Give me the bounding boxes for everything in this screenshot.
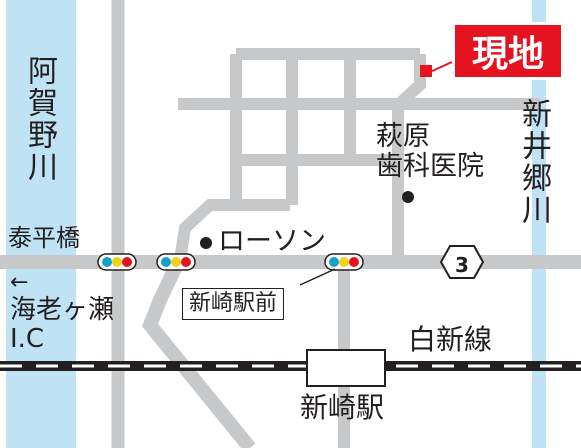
traffic-light-icon bbox=[156, 253, 196, 271]
dot-icon bbox=[200, 237, 212, 249]
signal-blue bbox=[102, 257, 112, 267]
route-3-shield: 3 bbox=[439, 245, 485, 279]
traffic-light-icon bbox=[97, 253, 137, 271]
bridge-label: 泰平橋 bbox=[8, 224, 80, 252]
signal-blue bbox=[161, 257, 171, 267]
signal-blue bbox=[329, 257, 339, 267]
signal-red bbox=[349, 257, 359, 267]
station-label: 新崎駅 bbox=[300, 391, 385, 424]
rail-line-label: 白新線 bbox=[408, 323, 493, 356]
leader-line bbox=[299, 268, 336, 286]
river-left-label: 阿賀野川 bbox=[22, 55, 57, 183]
clinic-label: 萩原 歯科医院 bbox=[376, 121, 484, 182]
route-hexagon bbox=[439, 245, 485, 279]
station-building bbox=[306, 349, 386, 387]
signal-red bbox=[122, 257, 132, 267]
lawson-label: ローソン bbox=[218, 226, 326, 257]
site-connector bbox=[431, 61, 453, 72]
current-site-badge: 現地 bbox=[452, 22, 564, 80]
station-front-label: 新崎駅前 bbox=[182, 288, 285, 320]
river-left bbox=[6, 0, 76, 448]
dot-icon bbox=[402, 191, 414, 203]
ic-label: 海老ヶ瀬 I.C bbox=[10, 295, 115, 354]
route-number: 3 bbox=[455, 253, 469, 277]
river-right-label: 新井郷川 bbox=[516, 98, 551, 226]
signal-yellow bbox=[112, 257, 122, 267]
road-diagonal bbox=[141, 259, 256, 448]
river-right bbox=[532, 0, 546, 448]
arrow-left-icon: ← bbox=[10, 270, 29, 295]
signal-yellow bbox=[171, 257, 181, 267]
traffic-light-icon bbox=[324, 253, 364, 271]
road-curve-left bbox=[174, 199, 290, 261]
signal-yellow bbox=[339, 257, 349, 267]
railway bbox=[0, 349, 581, 387]
square-marker-icon bbox=[420, 65, 432, 77]
signal-red bbox=[181, 257, 191, 267]
